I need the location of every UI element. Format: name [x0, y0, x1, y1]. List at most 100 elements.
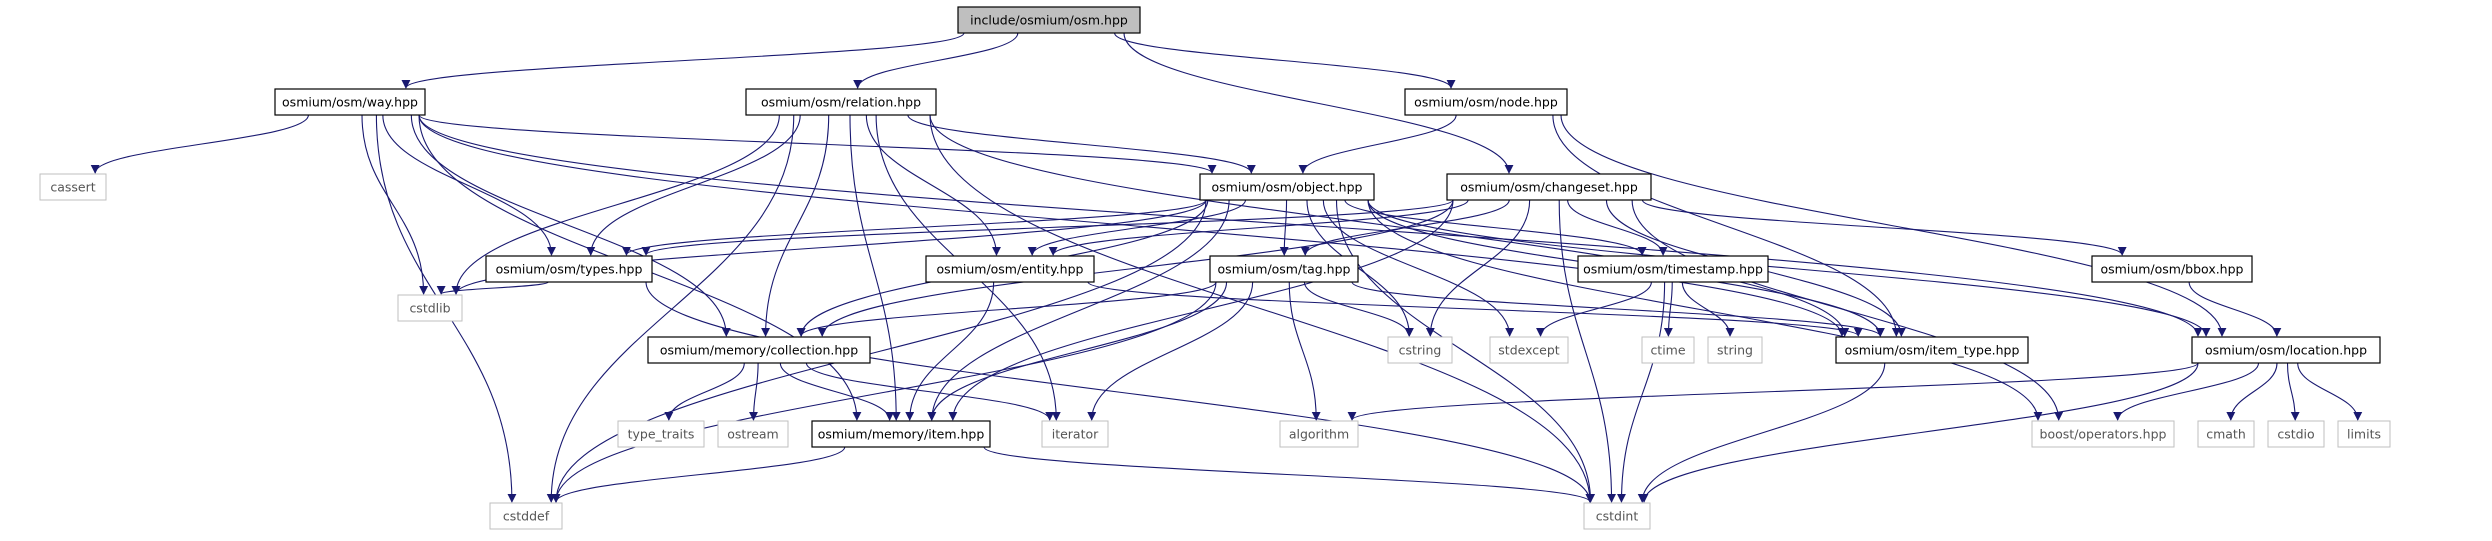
edge-timestamp-to-stdexcept: [1536, 281, 1652, 337]
node-box: [485, 255, 653, 283]
node-box: [957, 6, 1141, 34]
edge-osm-to-way: [401, 32, 965, 89]
node-box: [2197, 420, 2255, 448]
edge-tag-to-collection: [796, 281, 1217, 337]
node-stdexcept: stdexcept: [1489, 336, 1569, 364]
node-box: [1489, 336, 1569, 364]
node-timestamp[interactable]: osmium/osm/timestamp.hpp: [1577, 255, 1769, 283]
edge-collection-to-ostream: [748, 362, 759, 421]
node-limits: limits: [2337, 420, 2391, 448]
node-boost-operators: boost/operators.hpp: [2031, 420, 2175, 448]
node-cstdlib: cstdlib: [397, 294, 463, 322]
edge-tag-to-algorithm: [1288, 281, 1321, 421]
node-box: [2031, 420, 2175, 448]
edge-changeset-to-collection: [817, 199, 1454, 337]
node-location[interactable]: osmium/osm/location.hpp: [2191, 336, 2381, 364]
edge-item_type-to-cstdint: [1637, 362, 1886, 503]
edge-timestamp-to-string: [1681, 281, 1735, 337]
node-box: [1641, 336, 1695, 364]
node-box: [1041, 420, 1109, 448]
edge-relation-to-cstddef: [546, 114, 795, 503]
edge-osm-to-changeset: [1123, 32, 1514, 174]
edge-way-to-item_type: [418, 114, 1847, 337]
edge-location-to-limits: [2297, 362, 2363, 421]
node-item[interactable]: osmium/memory/item.hpp: [811, 420, 991, 448]
edge-way-to-cstdlib: [361, 114, 429, 295]
node-relation[interactable]: osmium/osm/relation.hpp: [745, 88, 937, 116]
edge-changeset-to-entity: [1048, 199, 1469, 256]
edge-tag-to-item_type: [1351, 281, 1885, 337]
node-box: [1583, 502, 1651, 530]
node-label: osmium/osm/way.hpp: [282, 95, 418, 110]
edge-item-to-cstdint: [983, 446, 1595, 503]
node-label: osmium/osm/relation.hpp: [761, 95, 921, 110]
node-iterator: iterator: [1041, 420, 1109, 448]
edge-changeset-to-cstdint: [1558, 199, 1617, 503]
edge-location-to-algorithm: [1347, 362, 2199, 421]
node-node[interactable]: osmium/osm/node.hpp: [1404, 88, 1568, 116]
edge-tag-to-iterator: [1087, 281, 1254, 421]
edge-location-to-cstdio: [2286, 362, 2300, 421]
node-label: osmium/osm/types.hpp: [496, 262, 643, 277]
node-collection[interactable]: osmium/memory/collection.hpp: [647, 336, 871, 364]
node-string: string: [1707, 336, 1763, 364]
edge-way-to-cassert: [90, 114, 309, 174]
edge-relation-to-entity: [865, 114, 1001, 256]
node-label: cassert: [50, 180, 95, 195]
edge-object-to-cstddef: [551, 199, 1207, 503]
edge-changeset-to-tag: [1300, 199, 1510, 256]
node-cstdio: cstdio: [2267, 420, 2325, 448]
node-label: cstring: [1399, 343, 1442, 358]
node-label: ctime: [1650, 343, 1685, 358]
node-box: [1199, 173, 1375, 201]
node-changeset[interactable]: osmium/osm/changeset.hpp: [1446, 173, 1652, 201]
node-label: cstdio: [2277, 427, 2314, 442]
edge-osm-to-relation: [853, 32, 1019, 89]
node-box: [925, 255, 1095, 283]
node-label: osmium/osm/location.hpp: [2205, 343, 2367, 358]
node-box: [1835, 336, 2029, 364]
node-entity[interactable]: osmium/osm/entity.hpp: [925, 255, 1095, 283]
node-box: [1279, 420, 1359, 448]
node-label: string: [1717, 343, 1753, 358]
edge-location-to-boost_operators: [2113, 362, 2260, 421]
node-object[interactable]: osmium/osm/object.hpp: [1199, 173, 1375, 201]
node-types[interactable]: osmium/osm/types.hpp: [485, 255, 653, 283]
node-box: [1577, 255, 1769, 283]
edge-object-to-timestamp: [1344, 199, 1647, 256]
edge-object-to-item: [927, 199, 1230, 421]
node-label: cstdlib: [409, 301, 450, 316]
node-tag[interactable]: osmium/osm/tag.hpp: [1209, 255, 1359, 283]
node-label: osmium/memory/collection.hpp: [660, 343, 858, 358]
node-label: osmium/osm/item_type.hpp: [1845, 343, 2020, 358]
node-box: [1404, 88, 1568, 116]
node-label: include/osmium/osm.hpp: [970, 13, 1128, 28]
node-way[interactable]: osmium/osm/way.hpp: [274, 88, 426, 116]
edge-item-to-cstddef: [551, 446, 846, 503]
node-cstring: cstring: [1387, 336, 1453, 364]
node-label: stdexcept: [1498, 343, 1559, 358]
node-box: [397, 294, 463, 322]
node-item-type[interactable]: osmium/osm/item_type.hpp: [1835, 336, 2029, 364]
node-box: [1209, 255, 1359, 283]
edge-collection-to-type_traits: [664, 362, 745, 421]
edge-osm-to-node: [1114, 32, 1456, 89]
edge-way-to-collection: [410, 114, 731, 337]
node-label: osmium/memory/item.hpp: [818, 427, 985, 442]
edge-object-to-entity: [1027, 199, 1246, 256]
node-label: iterator: [1052, 427, 1099, 442]
edge-location-to-cmath: [2226, 362, 2278, 421]
node-box: [617, 420, 705, 448]
node-box: [1707, 336, 1763, 364]
node-label: ostream: [727, 427, 778, 442]
node-ctime: ctime: [1641, 336, 1695, 364]
node-osm[interactable]: include/osmium/osm.hpp: [957, 6, 1141, 34]
node-label: osmium/osm/tag.hpp: [1218, 262, 1351, 277]
node-label: algorithm: [1289, 427, 1349, 442]
edge-collection-to-item: [779, 362, 895, 421]
edge-types-to-cstdint: [645, 281, 1595, 503]
node-ostream: ostream: [717, 420, 789, 448]
node-bbox[interactable]: osmium/osm/bbox.hpp: [2091, 255, 2253, 283]
node-box: [2267, 420, 2325, 448]
node-box: [1446, 173, 1652, 201]
